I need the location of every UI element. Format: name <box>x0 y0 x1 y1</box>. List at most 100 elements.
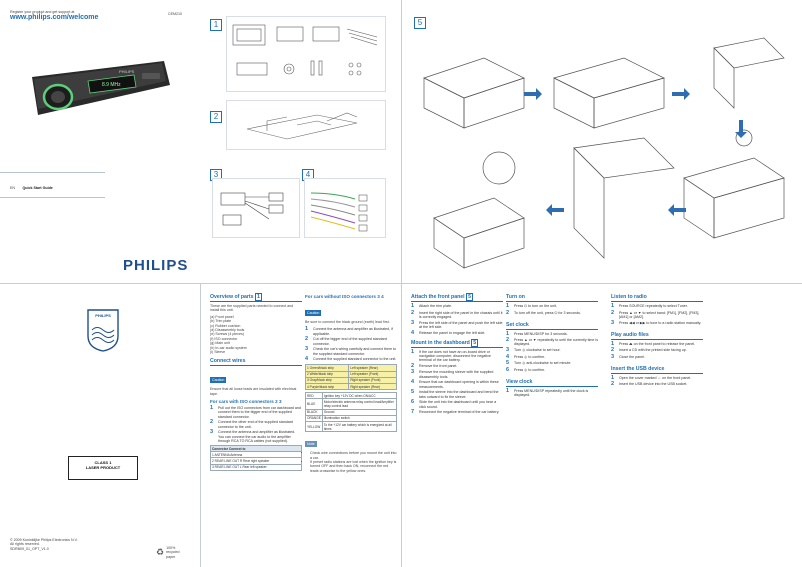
part-item: (g) Main unit <box>210 341 230 346</box>
guide-language: EN <box>10 186 15 190</box>
non-iso-step-text: Cut off the bigger end of the supplied s… <box>313 337 387 346</box>
overview-title: Overview of parts 1 <box>210 293 302 302</box>
usb-title: Insert the USB device <box>611 366 703 374</box>
mount-step-text: If the car does not have an on-board dri… <box>419 349 491 362</box>
support-url[interactable]: www.philips.com/welcome <box>10 14 99 22</box>
mount-step-text: Reconnect the negative terminal of the c… <box>419 410 500 415</box>
svg-text:PHILIPS: PHILIPS <box>119 69 135 74</box>
attach-panel-title: Attach the front panel 5 <box>411 293 503 302</box>
model-number: CEM210 <box>168 12 182 16</box>
mount-step-text: Ensure that car dashboard opening is wit… <box>419 380 499 389</box>
attach-step-text: Insert the right side of the panel in th… <box>419 310 503 319</box>
register-text: Register your product and get support at <box>10 10 75 14</box>
usb-step-text: Insert the USB device into the USB socke… <box>619 382 688 387</box>
non-iso-step-text: Connect the antenna and amplifier as ill… <box>313 327 393 336</box>
caution-text-2: Be sure to connect the black ground (ear… <box>305 320 390 324</box>
part-item: (b) Trim plate <box>210 319 232 324</box>
non-iso-step-text: Check the car's wiring carefully and con… <box>313 347 396 356</box>
install-diagram <box>226 100 386 150</box>
caution-badge-2: Caution <box>305 310 322 316</box>
part-item: (e) Screws (4 pieces) <box>210 332 244 337</box>
turn-on-title: Turn on <box>506 294 598 302</box>
iso-step-text: Pull out the ISO connectors from car das… <box>218 406 301 419</box>
part-item: (c) Rubber cushion <box>210 323 241 328</box>
parts-list: (a) Front panel(b) Trim plate(c) Rubber … <box>210 315 302 355</box>
caution-text: Ensure that all loose leads are insulate… <box>210 387 297 396</box>
overview-intro: These are the supplied parts needed to c… <box>210 304 294 313</box>
audio-step-text: Insert a CD with the printed side facing… <box>619 348 687 353</box>
view-clock-title: View clock <box>506 379 598 387</box>
audio-step-text: Close the panel. <box>619 354 645 359</box>
step-5-badge: 5 <box>414 12 426 30</box>
set-clock-step-text: Press ◎ to confirm. <box>514 354 546 359</box>
attach-step-text: Release the panel to engage the left sid… <box>419 330 486 335</box>
audio-step-text: Press ⏏ on the front panel to release th… <box>619 341 696 346</box>
philips-wordmark: PHILIPS <box>123 257 189 274</box>
recycle-icon: ♻ <box>156 547 165 558</box>
recycle-badge: ♻ 100% recycled paper <box>156 546 180 559</box>
part-item: (d) Disassembly tools <box>210 328 245 333</box>
mount-step-text: Install the sleeve into the dashboard an… <box>419 390 499 399</box>
mounting-diagram <box>414 28 794 278</box>
step-2-badge: 2 <box>210 106 222 124</box>
attach-step-text: Attach the trim plate. <box>419 304 452 308</box>
car-stereo-illustration: 8.9 MHz PHILIPS <box>24 55 174 125</box>
mount-step-text: Remove the front panel. <box>419 363 458 368</box>
iso-step-text: Connect the other end of the supplied st… <box>218 420 293 429</box>
note-item: Check wire connections before you mount … <box>310 451 397 460</box>
iso-step-text: Connect the antenna and amplifier as ill… <box>218 430 296 443</box>
note-item: If preset radio stations are lost when t… <box>310 460 397 473</box>
connect-wires-title: Connect wires <box>210 358 302 367</box>
listen-step-text: Press SOURCE repeatedly to select Tuner. <box>619 304 688 308</box>
set-clock-step-text: Turn ◎ clockwise to set hour. <box>514 348 561 353</box>
attach-step-text: Press the left side of the panel and pus… <box>419 320 503 329</box>
copyright: © 2009 Koninklijke Philips Electronics N… <box>10 538 78 542</box>
philips-shield-logo: PHILIPS <box>86 308 120 352</box>
view-clock-step-text: Press MENU/DISP repeatedly until the clo… <box>514 388 589 398</box>
non-iso-step-text: Connect the supplied standard connector … <box>313 357 397 362</box>
turn-on-step-text: Press ⏻ to turn on the unit. <box>514 304 557 308</box>
non-iso-wiring-diagram <box>304 178 386 238</box>
doc-code: SDRB09_01_OPT_V1.0 <box>10 546 49 551</box>
rights: All rights reserved. <box>10 542 40 547</box>
note-badge: Note <box>305 441 317 448</box>
